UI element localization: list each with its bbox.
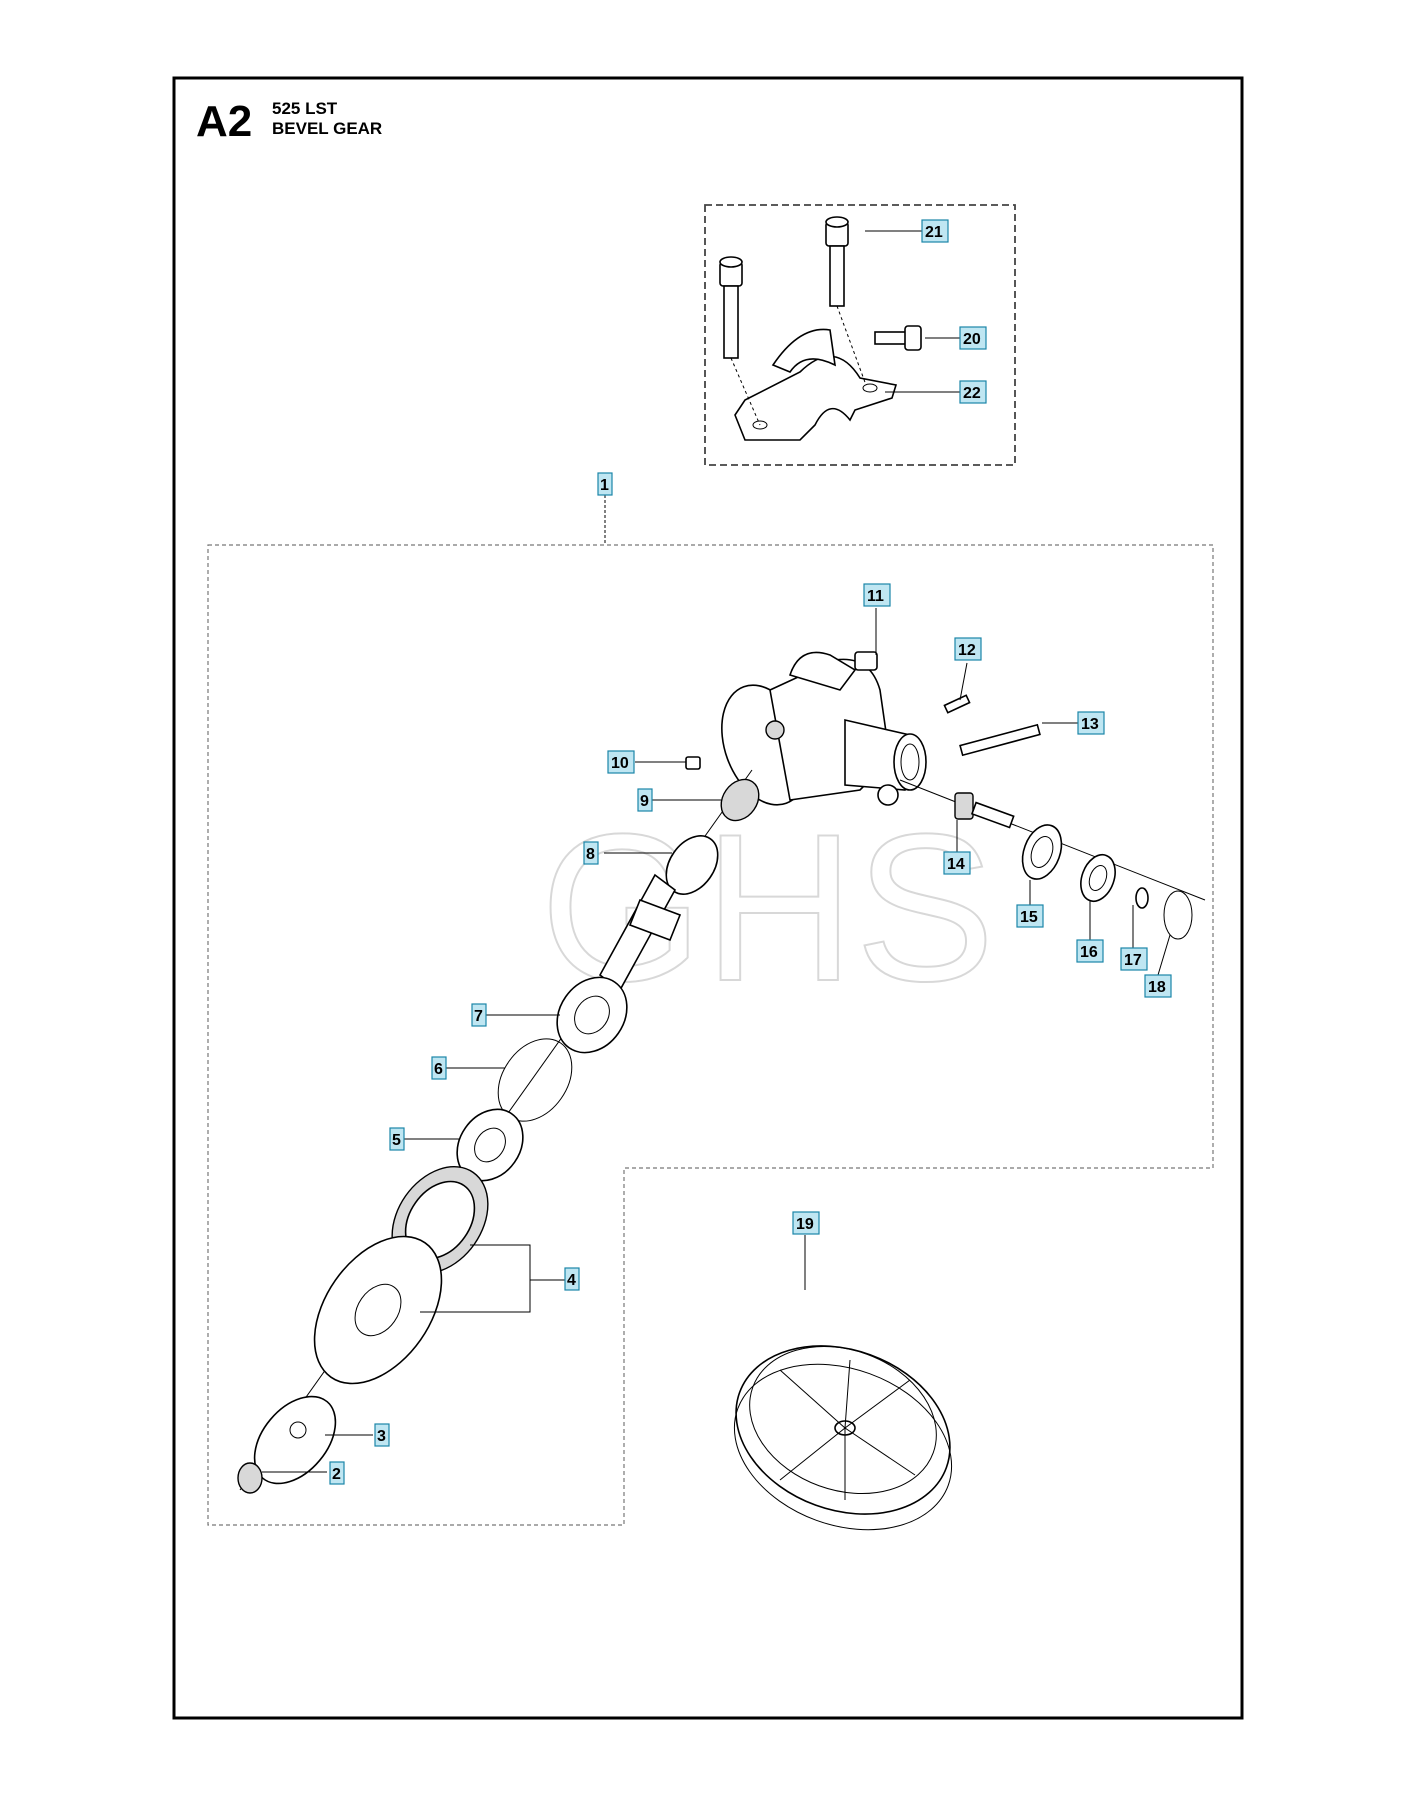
- svg-text:2: 2: [332, 1466, 341, 1483]
- svg-text:20: 20: [963, 331, 981, 348]
- svg-text:13: 13: [1081, 716, 1099, 733]
- callout-2[interactable]: 2: [329, 1461, 345, 1485]
- callout-22[interactable]: 22: [959, 380, 987, 404]
- leader-lines: [262, 230, 1171, 1473]
- callout-4-bracket: [420, 1244, 565, 1313]
- callout-14[interactable]: 14: [943, 851, 971, 875]
- svg-text:8: 8: [586, 846, 595, 863]
- svg-text:22: 22: [963, 385, 981, 402]
- svg-text:11: 11: [867, 588, 884, 605]
- bolt-20: [874, 325, 922, 351]
- assembly-1-outline: [207, 544, 1214, 1526]
- callout-5[interactable]: 5: [389, 1127, 405, 1151]
- main-shaft-parts: [237, 778, 760, 1494]
- callout-21[interactable]: 21: [921, 219, 949, 243]
- svg-text:5: 5: [392, 1132, 401, 1149]
- callout-10[interactable]: 10: [607, 750, 635, 774]
- model-name: 525 LST: [272, 99, 338, 118]
- svg-text:16: 16: [1080, 944, 1098, 961]
- clamp-bracket: [734, 355, 898, 441]
- callout-8[interactable]: 8: [583, 841, 599, 865]
- callout-11[interactable]: 11: [863, 583, 891, 607]
- svg-text:18: 18: [1148, 979, 1166, 996]
- callout-7[interactable]: 7: [471, 1003, 487, 1027]
- callout-17[interactable]: 17: [1120, 947, 1148, 971]
- svg-text:1: 1: [600, 477, 609, 494]
- section-code: A2: [196, 97, 252, 146]
- callout-3[interactable]: 3: [374, 1423, 390, 1447]
- diagram-frame: [172, 76, 1244, 1720]
- callout-20[interactable]: 20: [959, 326, 987, 350]
- callout-6[interactable]: 6: [431, 1056, 447, 1080]
- svg-text:14: 14: [947, 856, 965, 873]
- svg-text:10: 10: [611, 755, 629, 772]
- callout-15[interactable]: 15: [1016, 904, 1044, 928]
- callout-18[interactable]: 18: [1144, 974, 1172, 998]
- screw-left: [719, 256, 761, 426]
- clamp-hole-right: [862, 383, 878, 393]
- clamp-hole-left: [752, 420, 768, 430]
- diagram-title: BEVEL GEAR: [272, 119, 382, 138]
- svg-text:19: 19: [796, 1216, 814, 1233]
- svg-text:6: 6: [434, 1061, 443, 1078]
- svg-text:7: 7: [474, 1008, 483, 1025]
- callout-9[interactable]: 9: [637, 788, 653, 812]
- pinion-shaft-parts: [899, 779, 1206, 940]
- svg-text:17: 17: [1124, 952, 1142, 969]
- screw-21: [825, 216, 867, 386]
- callout-1[interactable]: 1: [597, 472, 613, 496]
- svg-text:4: 4: [567, 1272, 576, 1289]
- gear-housing: [685, 651, 1041, 806]
- callout-19[interactable]: 19: [792, 1211, 820, 1235]
- callout-4[interactable]: 4: [564, 1267, 580, 1291]
- svg-text:15: 15: [1020, 909, 1038, 926]
- callout-12[interactable]: 12: [954, 637, 982, 661]
- svg-text:3: 3: [377, 1428, 386, 1445]
- callout-16[interactable]: 16: [1076, 939, 1104, 963]
- svg-text:21: 21: [925, 224, 943, 241]
- clamp-assembly: [719, 216, 922, 441]
- clamp-top-ear: [771, 328, 837, 373]
- svg-text:9: 9: [640, 793, 649, 810]
- svg-text:12: 12: [958, 642, 976, 659]
- cover-19: [733, 1345, 953, 1531]
- clamp-inset-box: [704, 204, 1016, 466]
- callout-13[interactable]: 13: [1077, 711, 1105, 735]
